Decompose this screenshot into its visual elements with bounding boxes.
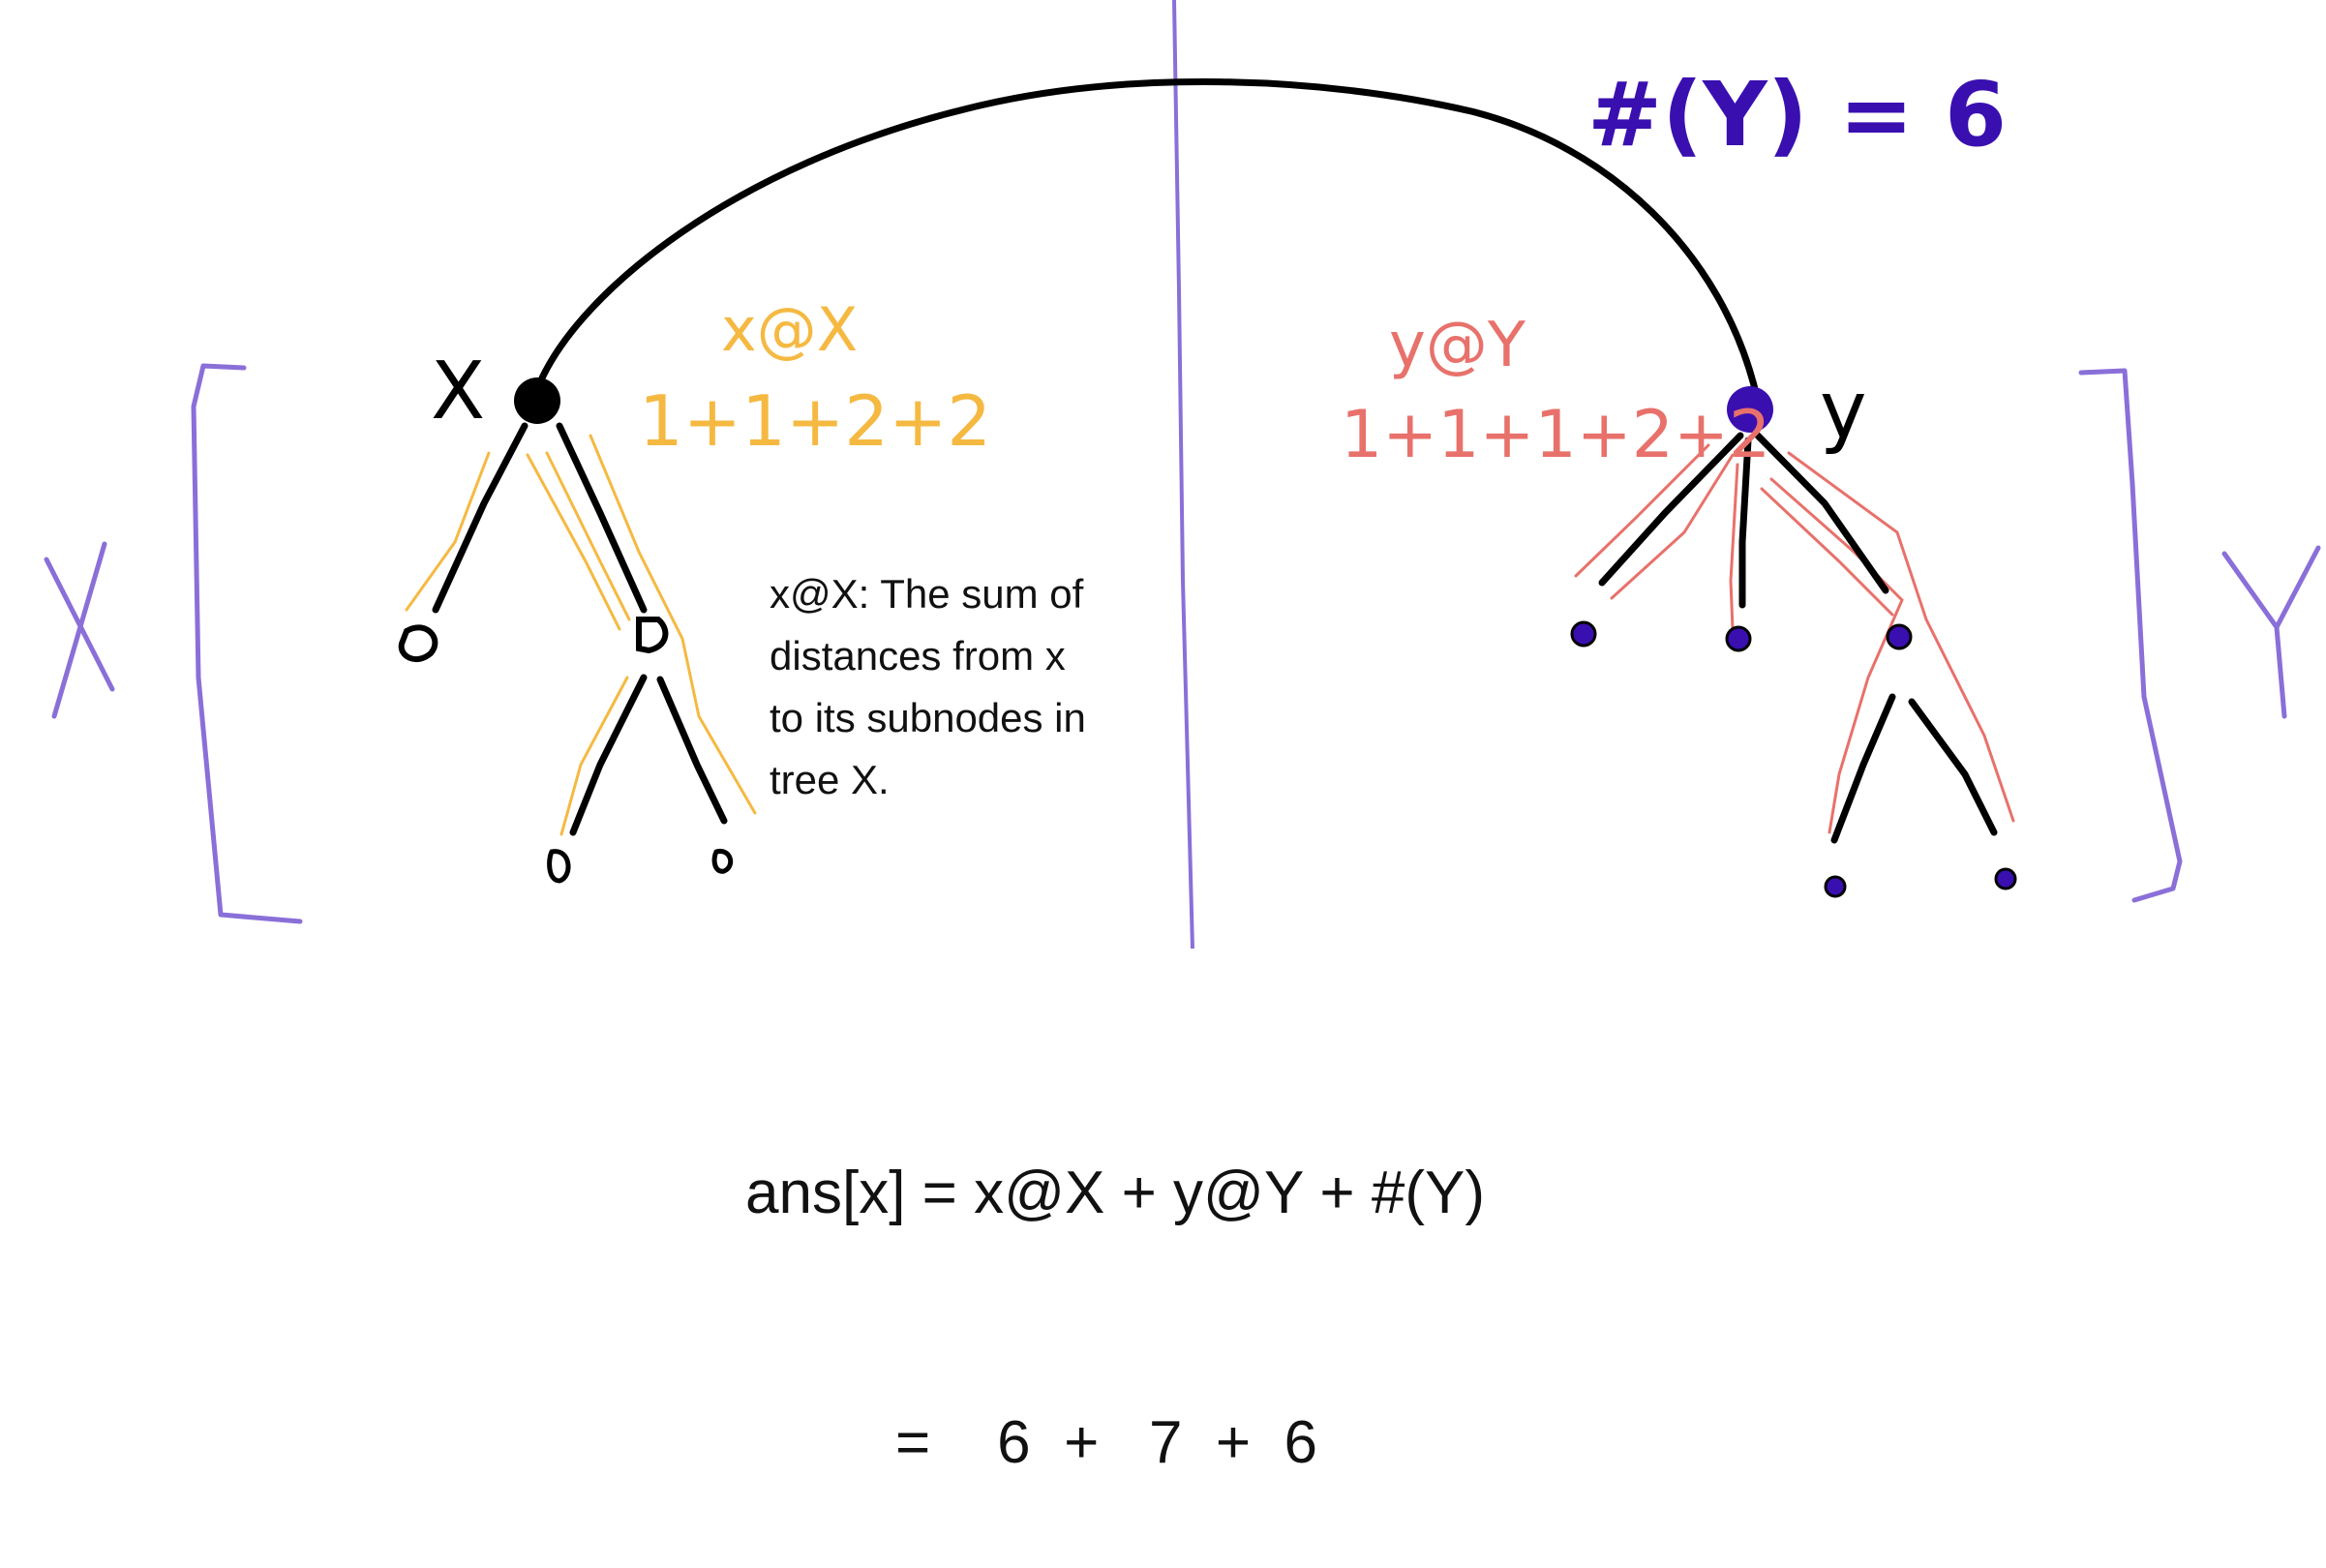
right-bracket — [2078, 368, 2183, 903]
note-line: x@X: The sum of — [770, 571, 1084, 617]
answer-equation: ans[x] = x@X + y@Y + #(Y) = 6 + 7 + 6 — [745, 985, 1485, 1568]
tree-x-leaf-node — [398, 624, 438, 662]
tree-x-leaf-node — [711, 849, 734, 874]
y-at-y-label: y@Y — [1389, 310, 1526, 381]
node-x — [514, 377, 560, 424]
left-bracket — [191, 363, 303, 924]
x-distance-highlights — [405, 434, 757, 836]
node-x-label: X — [431, 346, 485, 437]
tree-y-edges — [1598, 432, 1998, 844]
node-y-label: y — [1820, 365, 1867, 457]
note-line: to its subnodes in — [770, 695, 1086, 740]
y-at-y-sum: 1+1+1+2+2 — [1341, 397, 1770, 473]
connecting-edge — [536, 78, 1761, 401]
count-y-label: #(Y) = 6 — [1587, 63, 2007, 166]
tree-y-leaf-node — [1994, 867, 2017, 890]
tree-x-side-letter — [44, 541, 115, 719]
tree-y-inner-node — [1886, 623, 1913, 650]
node-y — [1727, 386, 1773, 433]
x-at-x-label: x@X — [721, 294, 858, 365]
note-line: distances from x — [770, 633, 1066, 678]
tree-x-leaf-node — [547, 849, 571, 884]
definition-note: x@X: The sum of distances from x to its … — [770, 563, 1176, 811]
tree-y-side-letter — [2221, 545, 2321, 719]
equation-line: ans[x] = x@X + y@Y + #(Y) — [745, 1160, 1485, 1226]
tree-x-inner-node — [636, 617, 669, 654]
tree-x-edges — [432, 422, 728, 836]
divider-line — [1172, 0, 1194, 950]
equation-line: = 6 + 7 + 6 — [745, 1409, 1318, 1476]
x-at-x-sum: 1+1+2+2 — [639, 380, 991, 462]
tree-diagram: X y #(Y) = 6 x@X 1+1+2+2 y@Y 1+1+1+2+2 — [44, 0, 2321, 950]
y-distance-highlights — [1574, 443, 2015, 834]
tree-y-leaf-node — [1570, 620, 1597, 648]
tree-y-leaf-node — [1824, 875, 1847, 898]
tree-y-leaf-node — [1725, 625, 1752, 652]
note-line: tree X. — [770, 757, 890, 802]
